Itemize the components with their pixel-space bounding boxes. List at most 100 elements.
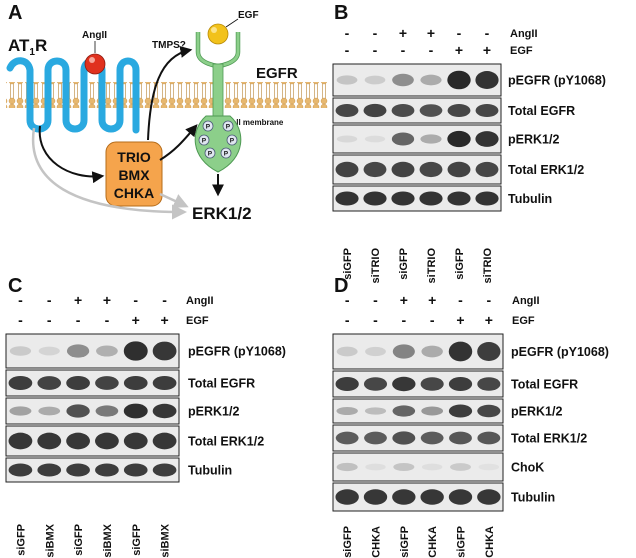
phospho-site [222,120,234,132]
lane-label: siGFP [131,524,143,556]
blot-row-label: pEGFR (pY1068) [508,74,606,88]
blot-row-label: Total ERK1/2 [511,432,587,446]
blot-band [420,134,442,144]
blot-row: pERK1/2 [332,124,559,154]
phospho-site [204,147,216,159]
blot-band [447,161,471,178]
svg-text:P: P [224,151,229,158]
blot-row-label: Total EGFR [188,377,255,391]
lane-label: siGFP [73,524,85,556]
arrow-kinases-to-egfr-tmps [147,46,193,141]
blot-band [336,406,358,416]
blot-band [95,405,119,417]
blot-band [363,103,387,118]
blot-band [66,375,90,391]
blot-band [477,341,501,362]
blot-band [477,431,501,445]
lane-label: siTRIO [370,248,382,284]
lane-label: siTRIO [426,248,438,284]
condition-label: AngII [512,295,540,307]
blot-band [9,406,32,416]
svg-text:P: P [208,151,213,158]
egf-sign: - [345,312,350,328]
blot-band [475,161,499,178]
blot-row-label: Total ERK1/2 [188,435,264,449]
blot-band [365,463,386,471]
panel-letter: D [334,275,348,297]
blot-band [419,191,443,206]
blot-band [152,463,177,477]
blot-row-label: Tubulin [508,192,552,206]
blot-row: Tubulin [5,457,232,483]
blot-strip [332,370,504,398]
blot-band [363,191,387,206]
blot-band [448,404,473,418]
blot-band [66,463,90,477]
lane-label: siCHKA [484,526,496,558]
blot-band [477,404,501,418]
blot-strip [332,333,504,370]
svg-text:P: P [206,124,211,131]
blot-band [393,462,415,472]
egf-sign: - [373,312,378,328]
svg-text:P: P [226,124,231,131]
blot-band [96,345,118,357]
blot-band [392,73,414,87]
blot-band [8,432,33,450]
blot-band [475,71,499,89]
blot-strip [332,63,502,97]
lane-label: siTRIO [482,248,494,284]
angii-label: AngII [82,30,107,41]
egf-label: EGF [238,10,259,21]
egfr-label: EGFR [256,65,298,82]
lane-label: siGFP [15,524,27,556]
blot-row: pEGFR (pY1068) [332,63,606,97]
phospho-site [202,120,214,132]
angii-sign: - [373,292,378,308]
blot-band [392,344,415,359]
angii-sign: - [373,25,378,41]
blot-row-label: Total EGFR [511,378,578,392]
blot-band [152,432,177,450]
arrow-kinases-to-erk-gray [159,192,189,208]
blot-band [448,341,473,362]
kinase-bmx: BMX [118,167,150,183]
blot-band [447,191,471,206]
blot-band [391,132,415,146]
angii-sign: - [486,292,491,308]
blot-band [475,103,499,118]
blot-band [123,463,148,477]
blot-band [336,135,358,143]
panel-letter: A [8,2,22,24]
blot-row: pERK1/2 [332,398,562,424]
phospho-site [226,134,238,146]
at1r-receptor [6,57,140,134]
blot-row: Total EGFR [332,370,578,398]
blot-row: Tubulin [332,482,555,512]
angii-sign: - [345,292,350,308]
angii-sign: - [485,25,490,41]
blot-strip [5,333,180,369]
blot-band [336,346,358,357]
blot-row: Total ERK1/2 [332,154,584,185]
svg-text:P: P [202,138,207,145]
blot-row-label: Tubulin [188,464,232,478]
condition-label: EGF [186,315,209,327]
blot-band [391,191,415,206]
lane-label: siGFP [342,526,354,558]
egf-sign: + [483,42,491,58]
blot-row-label: pERK1/2 [511,405,562,419]
blot-band [95,463,119,477]
blot-strip [332,398,504,424]
blot-band [152,403,177,419]
svg-text:P: P [230,138,235,145]
blot-band [123,341,148,361]
angii-sign: - [133,292,138,308]
blot-band [9,346,32,356]
blot-band [37,376,62,390]
lane-label: siGFP [342,248,354,280]
phospho-site [220,147,232,159]
angii-sign: + [400,292,408,308]
blot-band [392,376,416,392]
